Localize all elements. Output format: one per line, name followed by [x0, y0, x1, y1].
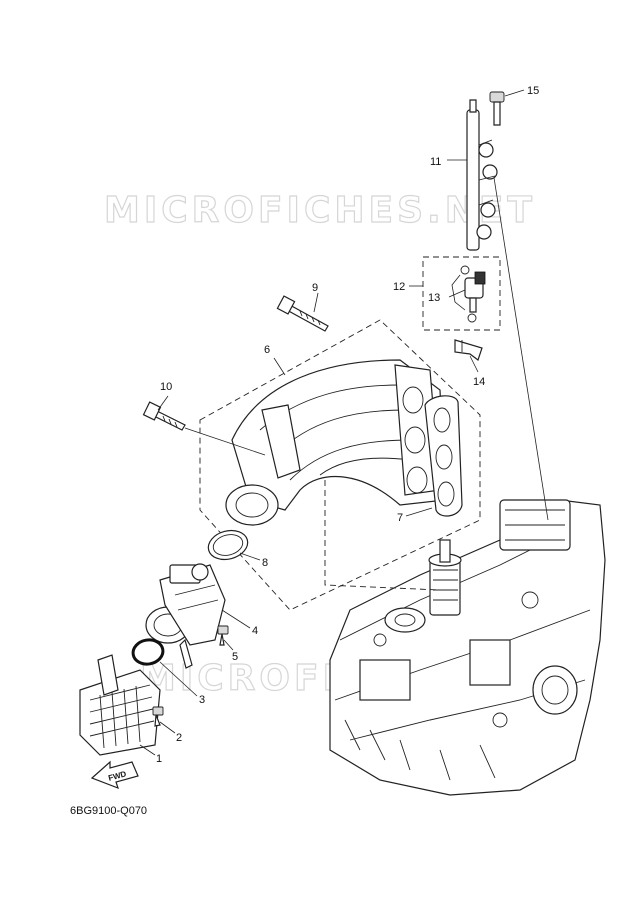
o-ring-3 [131, 638, 165, 666]
callout-2: 2 [176, 732, 182, 744]
manifold-dashed-outline [199, 319, 481, 611]
leader-lines [139, 89, 525, 756]
diagram-reference-code: 6BG9100-Q070 [70, 805, 147, 817]
callout-11: 11 [430, 156, 441, 168]
intake-silencer [79, 654, 161, 756]
injector-dashed-box [422, 256, 501, 331]
engine-block [329, 499, 606, 796]
callout-14: 14 [473, 376, 485, 388]
rail-to-engine-line [491, 164, 549, 521]
bolt-10-line [184, 427, 266, 456]
fwd-arrow-icon: FWD [90, 760, 139, 790]
screw-2 [152, 706, 164, 727]
callout-5: 5 [232, 651, 238, 663]
callout-1: 1 [156, 753, 162, 765]
bolt-15 [489, 91, 505, 126]
o-ring-8 [207, 529, 249, 561]
screw-5 [217, 625, 229, 646]
callout-12: 12 [393, 281, 405, 293]
bolt-9 [276, 295, 329, 332]
callout-10: 10 [160, 381, 172, 393]
throttle-body [145, 563, 226, 669]
callout-15: 15 [527, 85, 539, 97]
watermark-top: MICROFICHES.NET [104, 190, 536, 231]
fuel-rail [466, 99, 498, 251]
callout-4: 4 [252, 625, 258, 637]
callout-3: 3 [199, 694, 205, 706]
manifold-dashed-lead [324, 480, 441, 591]
callout-6: 6 [264, 344, 270, 356]
callout-8: 8 [262, 557, 268, 569]
intake-manifold [225, 359, 446, 526]
callout-7: 7 [397, 512, 403, 524]
callout-9: 9 [312, 282, 318, 294]
fuel-injector [460, 265, 486, 323]
bolt-10 [142, 401, 186, 431]
manifold-gasket [424, 395, 463, 517]
clip-14 [454, 339, 483, 361]
callout-13: 13 [428, 292, 440, 304]
